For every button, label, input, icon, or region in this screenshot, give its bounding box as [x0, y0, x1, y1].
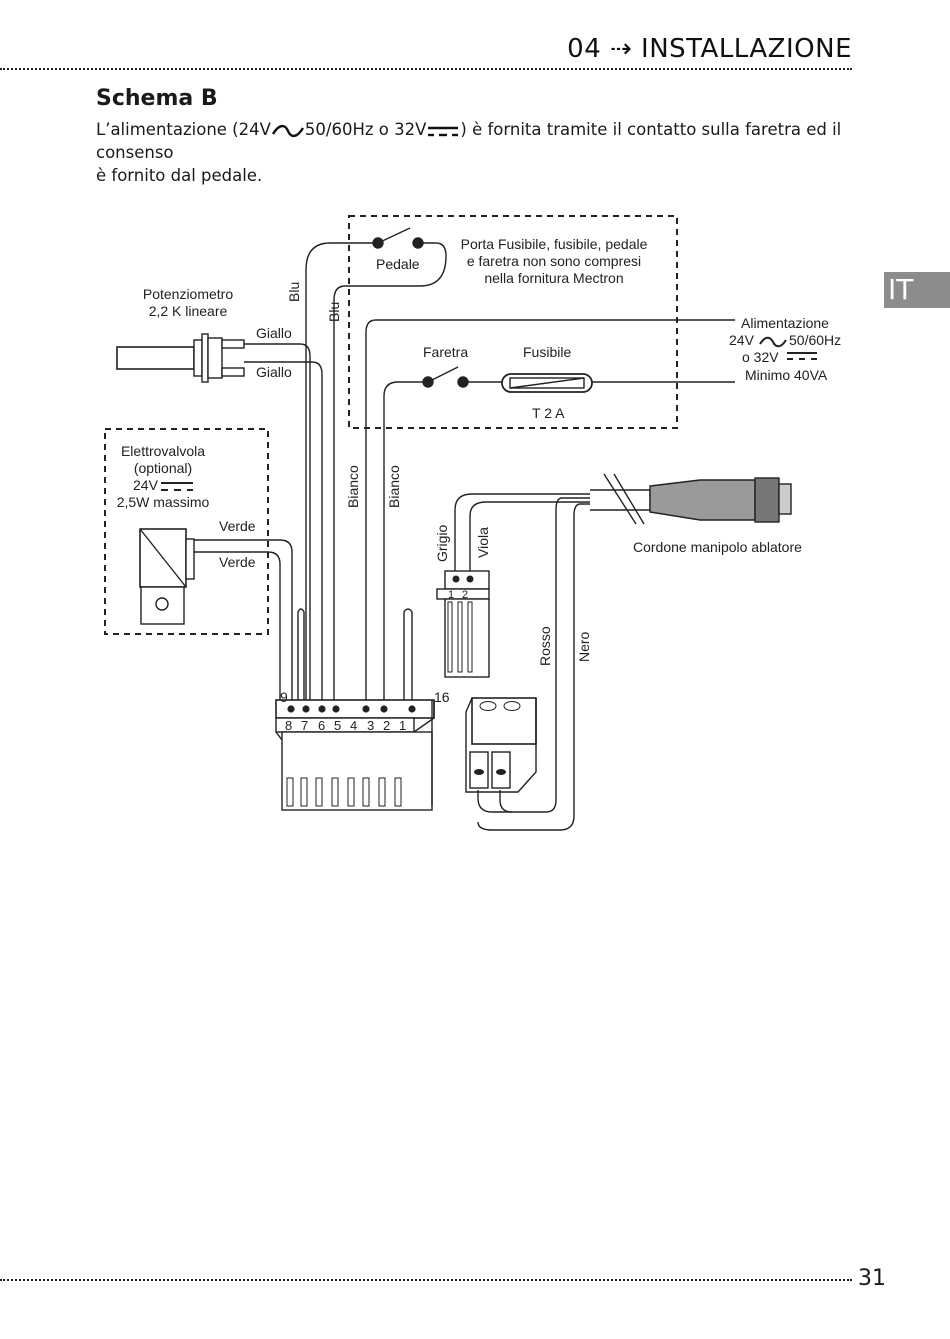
dc-symbol-icon-valve [161, 482, 193, 491]
label-bianco-1: Bianco [345, 465, 361, 508]
label-alim-24v: 24V [729, 332, 755, 348]
small-connector-pin-2: 2 [462, 589, 468, 601]
footer-divider [0, 1279, 852, 1281]
page-number: 31 [858, 1266, 886, 1291]
label-alimentazione: Alimentazione [741, 315, 829, 331]
label-rosso: Rosso [537, 626, 553, 666]
terminal-label-9: 9 [280, 689, 288, 705]
label-grigio: Grigio [434, 524, 450, 562]
label-verde-1: Verde [219, 518, 256, 534]
terminal-pin-7: 7 [301, 718, 308, 733]
label-optional: (optional) [134, 460, 192, 476]
label-note-line-3: nella fornitura Mectron [484, 270, 623, 286]
small-connector-pin-1: 1 [448, 589, 454, 601]
terminal-pin-2: 2 [383, 718, 390, 733]
ac-symbol-icon [271, 124, 304, 137]
label-potenziometro: Potenziometro [143, 286, 233, 302]
label-potenziometro-value: 2,2 K lineare [149, 303, 228, 319]
label-faretra: Faretra [423, 344, 468, 360]
header-divider [0, 68, 852, 70]
label-nero: Nero [576, 631, 592, 662]
intro-text-b: 50/60Hz o 32V [304, 120, 427, 139]
label-valve-24v: 24V [133, 477, 159, 493]
label-blu-2: Blu [326, 302, 342, 322]
label-pedale: Pedale [376, 256, 420, 272]
label-alim-minimo: Minimo 40VA [745, 367, 828, 383]
terminal-pin-5: 5 [334, 718, 341, 733]
intro-paragraph: L’alimentazione (24V 50/60Hz o 32V) è for… [96, 118, 856, 187]
label-blu-1: Blu [286, 282, 302, 302]
dc-symbol-icon [428, 126, 459, 136]
label-giallo-2: Giallo [256, 364, 292, 380]
intro-text-d: è fornito dal pedale. [96, 166, 263, 185]
label-t2a: T 2 A [532, 405, 565, 421]
chapter-header: 04 ⇢ INSTALLAZIONE [567, 34, 852, 64]
label-note-line-2: e faretra non sono compresi [467, 253, 641, 269]
dc-symbol-icon [787, 352, 817, 360]
label-viola: Viola [475, 527, 491, 558]
label-cordone: Cordone manipolo ablatore [633, 539, 802, 555]
intro-text-c: ) è fornita tramite il contatto sulla fa… [96, 120, 842, 162]
terminal-pin-1: 1 [399, 718, 406, 733]
terminal-pin-6: 6 [318, 718, 325, 733]
label-giallo-1: Giallo [256, 325, 292, 341]
section-title: Schema B [96, 86, 218, 111]
intro-text-a: L’alimentazione (24V [96, 120, 271, 139]
terminal-pin-3: 3 [367, 718, 374, 733]
terminal-label-16: 16 [434, 689, 450, 705]
terminal-pin-8: 8 [285, 718, 292, 733]
ac-symbol-icon [759, 336, 787, 348]
label-alim-hz: 50/60Hz [789, 332, 841, 348]
label-verde-2: Verde [219, 554, 256, 570]
label-note-line-1: Porta Fusibile, fusibile, pedale [461, 236, 648, 252]
label-valve-power: 2,5W massimo [117, 494, 210, 510]
label-fusibile: Fusibile [523, 344, 571, 360]
label-elettrovalvola: Elettrovalvola [121, 443, 205, 459]
terminal-pin-4: 4 [350, 718, 357, 733]
language-tab: IT [884, 272, 950, 308]
label-bianco-2: Bianco [386, 465, 402, 508]
label-alim-32v: o 32V [742, 349, 779, 365]
